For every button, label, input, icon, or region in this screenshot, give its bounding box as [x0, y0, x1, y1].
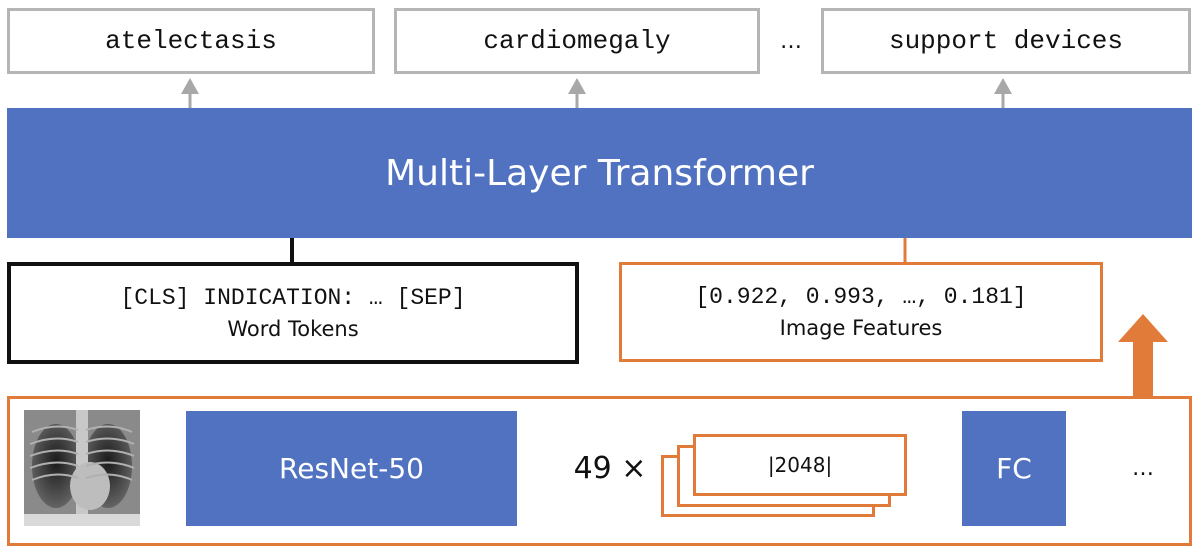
- feature-count-multiplier: 49 ×: [573, 450, 647, 486]
- arrow-to-cardiomegaly: [568, 78, 586, 108]
- word-token-sequence: [CLS] INDICATION: … [SEP]: [120, 285, 466, 311]
- pipeline-to-features-arrow: [1118, 314, 1168, 398]
- fc-label: FC: [996, 452, 1032, 485]
- arrow-to-support-devices: [994, 78, 1012, 108]
- output-label-text: cardiomegaly: [483, 26, 671, 56]
- feature-card-front: |2048|: [693, 434, 907, 496]
- image-feature-vector: [0.922, 0.993, …, 0.181]: [695, 284, 1027, 310]
- transformer-label: Multi-Layer Transformer: [385, 152, 814, 194]
- image-features-box: [0.922, 0.993, …, 0.181] Image Features: [619, 262, 1103, 362]
- arrow-to-atelectasis: [181, 78, 199, 108]
- pipeline-trailing-ellipsis: …: [1132, 455, 1154, 481]
- xray-drawing: [24, 410, 140, 526]
- output-label-text: atelectasis: [105, 26, 277, 56]
- output-ellipsis: …: [780, 28, 802, 54]
- word-tokens-caption: Word Tokens: [227, 317, 359, 341]
- word-tokens-box: [CLS] INDICATION: … [SEP] Word Tokens: [7, 262, 579, 364]
- output-label-text: support devices: [888, 26, 1124, 56]
- output-label-support-devices: support devices: [821, 8, 1191, 74]
- fully-connected-block: FC: [962, 411, 1066, 526]
- multi-layer-transformer: Multi-Layer Transformer: [7, 108, 1192, 238]
- output-label-cardiomegaly: cardiomegaly: [394, 8, 760, 74]
- feature-dimension-label: |2048|: [767, 453, 833, 477]
- output-label-atelectasis: atelectasis: [7, 8, 375, 74]
- resnet-label: ResNet-50: [279, 452, 424, 485]
- chest-xray-image: [24, 410, 140, 526]
- resnet-backbone-block: ResNet-50: [186, 411, 517, 526]
- image-features-caption: Image Features: [779, 316, 943, 340]
